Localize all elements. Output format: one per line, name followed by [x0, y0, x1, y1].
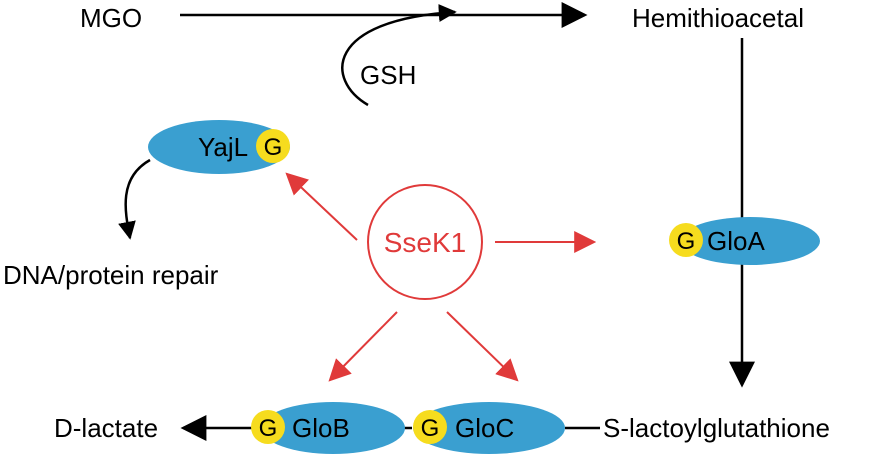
yajl-to-repair-arrow [118, 158, 151, 240]
yajl-glyco-mark [256, 129, 290, 163]
yajl-glyco-text: G [264, 134, 283, 161]
yajl-enzyme: G YajL [148, 120, 290, 174]
gloa-label: GloA [707, 226, 765, 256]
gloc-label: GloC [455, 413, 514, 443]
ssek1-to-gloc-arrow [446, 311, 519, 382]
gsh-curve-arrow [341, 4, 457, 107]
gloc-glyco-text: G [421, 415, 440, 442]
mgo-label: MGO [80, 3, 142, 33]
gloa-glyco-text: G [677, 228, 696, 255]
gloc-enzyme: G GloC [413, 402, 565, 454]
dna-repair-label: DNA/protein repair [3, 260, 219, 290]
gloc-glyco-mark [413, 410, 447, 444]
gsh-label: GSH [360, 60, 416, 90]
hemithioacetal-label: Hemithioacetal [632, 3, 804, 33]
ssek1-node: SseK1 [367, 184, 483, 300]
ssek1-to-glob-arrow [328, 311, 398, 382]
glob-glyco-mark [251, 410, 285, 444]
ssek1-label: SseK1 [384, 227, 467, 258]
glob-glyco-text: G [259, 415, 278, 442]
gloa-glyco-mark [669, 223, 703, 257]
glob-label: GloB [292, 413, 350, 443]
d-lactate-label: D-lactate [54, 413, 158, 443]
s-lactoylglutathione-label: S-lactoylglutathione [603, 413, 830, 443]
glob-enzyme: G GloB [251, 402, 405, 454]
ssek1-to-yajl-arrow [285, 172, 358, 241]
yajl-label: YajL [198, 132, 248, 162]
gloa-enzyme: G GloA [669, 217, 820, 265]
